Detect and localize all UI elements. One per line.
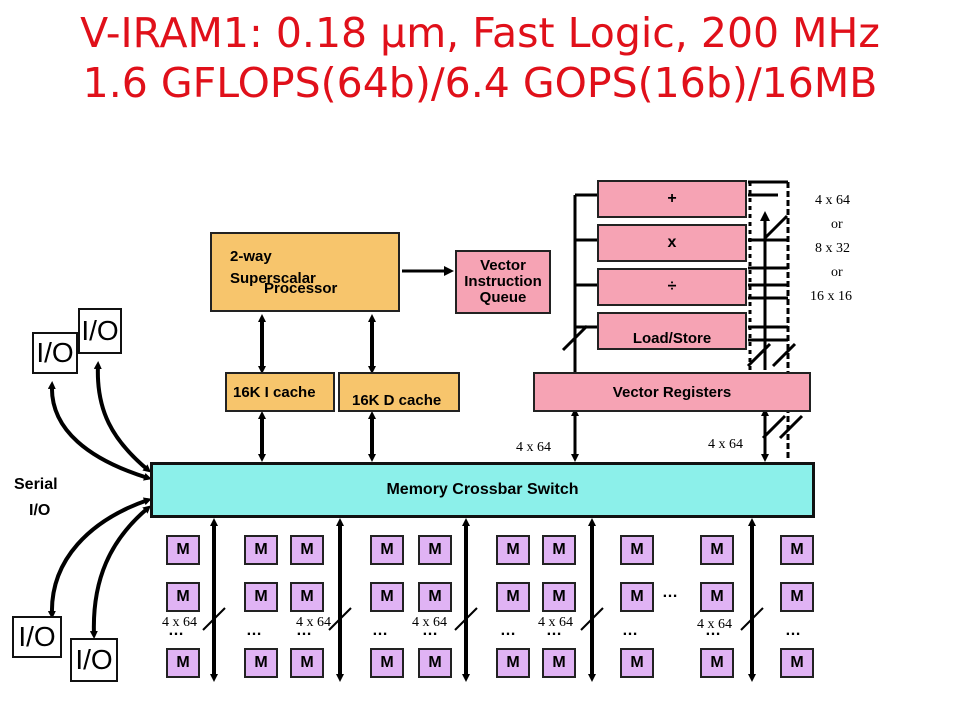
memory-cell: M [244,582,278,612]
io-box-4: I/O [70,638,118,682]
ellipsis-4: … [372,622,389,639]
memory-cell: M [542,648,576,678]
memory-cell: M [370,582,404,612]
fu-divide: ÷ [597,268,747,306]
memory-cell: M [700,648,734,678]
fu-add: + [597,180,747,218]
ellipsis-5: … [422,622,439,639]
vq-label-1: Vector [480,257,526,274]
width-label-bank-1: 4 x 64 [162,615,197,630]
memory-cell: M [418,535,452,565]
width-label-bank-2: 4 x 64 [296,615,331,630]
width-label-vreg-left: 4 x 64 [516,440,551,455]
crossbar-label: Memory Crossbar Switch [386,481,579,498]
memory-cell: M [542,582,576,612]
vector-registers: Vector Registers [533,372,811,412]
width-label-bank-4: 4 x 64 [538,615,573,630]
memory-cell: M [370,648,404,678]
width-label-right-3: 8 x 32 [815,241,850,256]
width-label-right-4: or [831,265,843,280]
ellipsis-9: … [662,584,679,601]
ellipsis-2: … [246,622,263,639]
ellipsis-1: … [168,622,185,639]
title-line-1: V-IRAM1: 0.18 µm, Fast Logic, 200 MHz [80,9,880,57]
width-label-bank-3: 4 x 64 [412,615,447,630]
vector-instruction-queue: Vector Instruction Queue [455,250,551,314]
fu-divide-label: ÷ [667,278,677,295]
memory-cell: M [700,535,734,565]
io-box-1: I/O [32,332,78,374]
memory-cell: M [700,582,734,612]
memory-cell: M [290,648,324,678]
io-box-3: I/O [12,616,62,658]
ellipsis-10: … [705,622,722,639]
io-box-2: I/O [78,308,122,354]
width-label-bank-5: 4 x 64 [697,617,732,632]
memory-cell: M [620,535,654,565]
width-label-right-1: 4 x 64 [815,193,850,208]
width-label-right-5: 16 x 16 [810,289,852,304]
memory-cell: M [780,535,814,565]
memory-cell: M [166,535,200,565]
vector-registers-label: Vector Registers [612,383,732,401]
memory-cell: M [496,535,530,565]
memory-cell: M [244,648,278,678]
memory-cell: M [418,582,452,612]
memory-cell: M [780,648,814,678]
memory-cell: M [620,648,654,678]
vq-label-3: Queue [479,289,527,306]
instruction-cache: 16K I cache [225,372,335,412]
serial-io-label-2: I/O [29,502,51,519]
processor-label-3: Processor [264,280,338,297]
memory-cell: M [290,582,324,612]
ellipsis-7: … [546,622,563,639]
icache-label: 16K I cache [233,383,316,401]
memory-cell: M [496,648,530,678]
data-cache: 16K D cache [338,372,460,412]
ellipsis-8: … [622,622,639,639]
superscalar-processor: 2-way Superscalar Processor [210,232,400,312]
width-label-vreg-right: 4 x 64 [708,437,743,452]
ellipsis-6: … [500,622,517,639]
processor-label-1: 2-way [230,248,272,265]
vq-label-2: Instruction [464,273,542,290]
processor-label-2: Superscalar [230,270,316,287]
fu-multiply: x [597,224,747,262]
memory-cell: M [166,582,200,612]
memory-crossbar-switch: Memory Crossbar Switch [150,462,815,518]
io-arrow-4 [89,505,152,639]
memory-cell: M [780,582,814,612]
dcache-label: 16K D cache [352,391,442,409]
memory-cell: M [370,535,404,565]
memory-cell: M [166,648,200,678]
title-line-2: 1.6 GFLOPS(64b)/6.4 GOPS(16b)/16MB [82,59,878,107]
memory-cell: M [542,535,576,565]
io-arrow-3 [47,497,152,619]
width-label-right-2: or [831,217,843,232]
memory-cell: M [244,535,278,565]
fu-load-store-label: Load/Store [632,330,712,347]
memory-cell: M [418,648,452,678]
memory-cell: M [496,582,530,612]
fu-load-store: Load/Store [597,312,747,350]
ellipsis-11: … [785,622,802,639]
memory-cell: M [290,535,324,565]
io-arrow-2 [93,361,152,473]
memory-cell: M [620,582,654,612]
ellipsis-3: … [296,622,313,639]
serial-io-label-1: Serial [14,476,58,493]
fu-add-label: + [667,190,677,207]
fu-multiply-label: x [667,234,677,251]
